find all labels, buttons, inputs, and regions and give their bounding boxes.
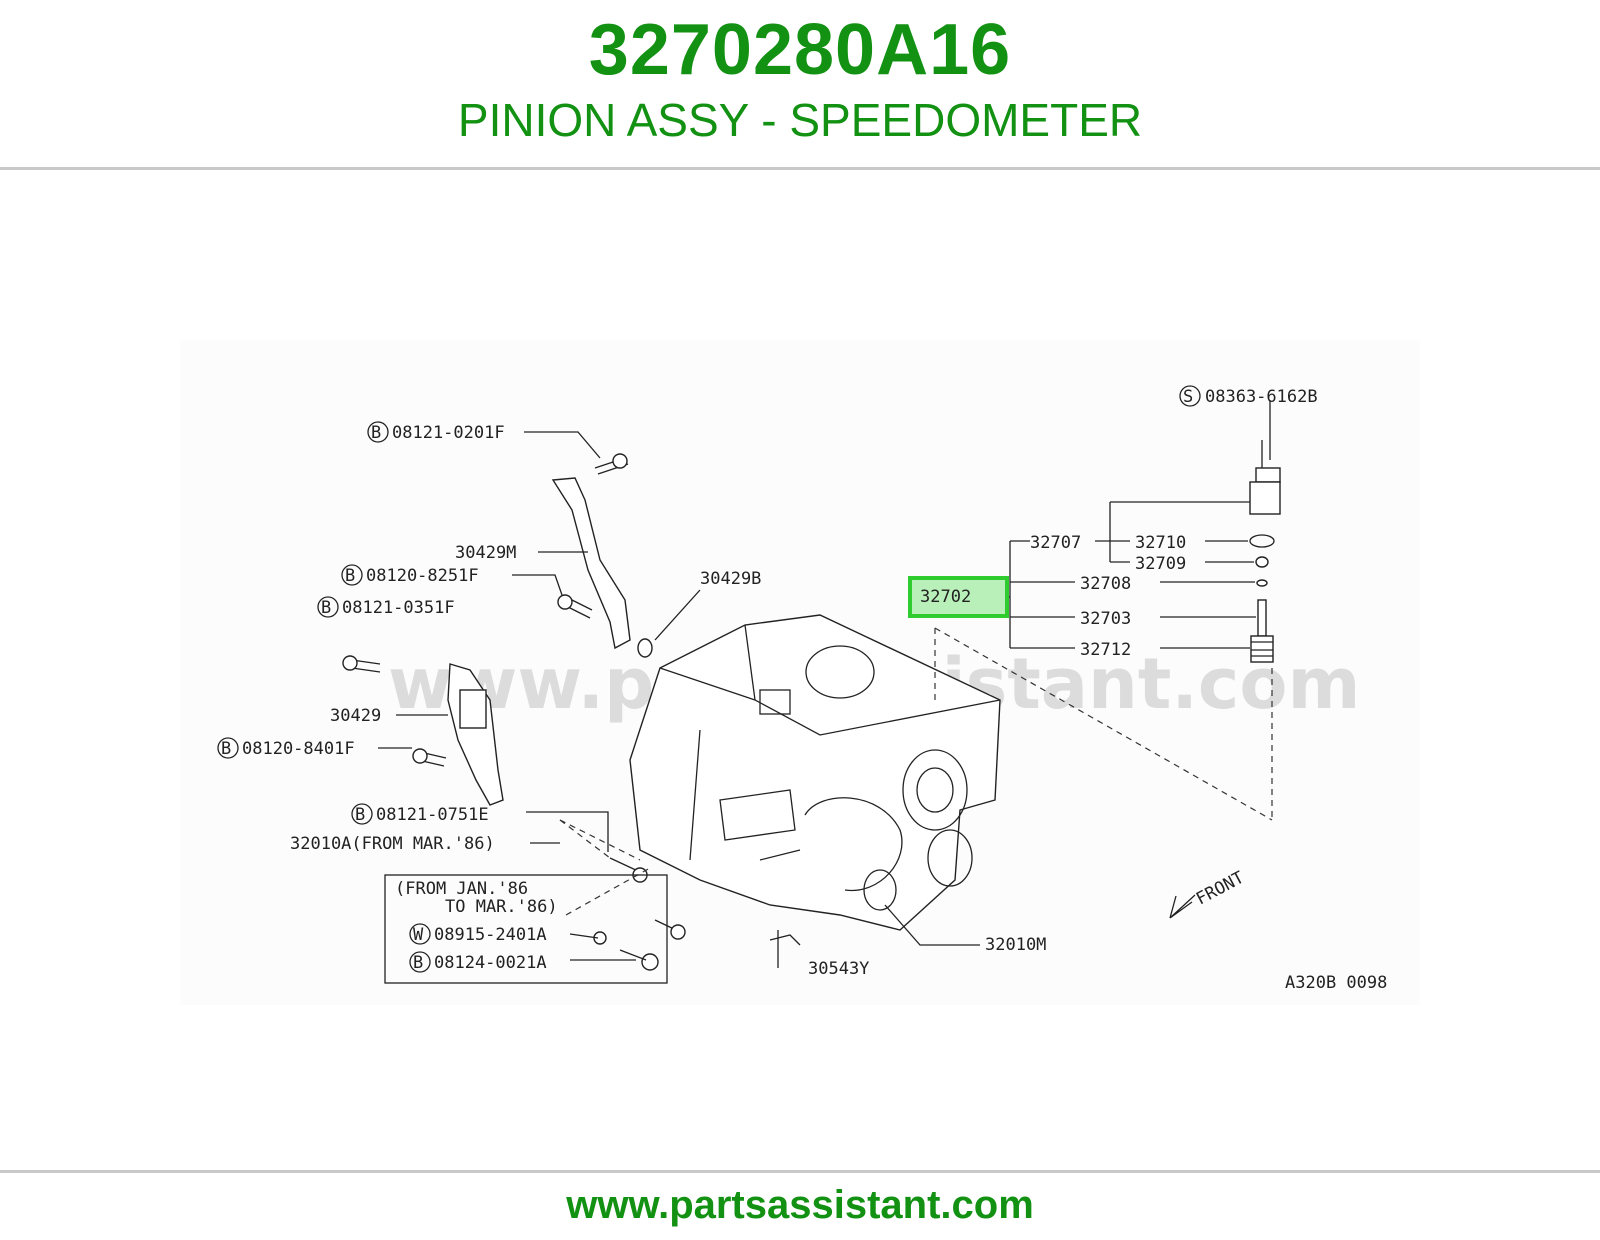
callout-prefix: B bbox=[355, 805, 365, 825]
callout-30429b: 30429B bbox=[700, 569, 761, 589]
footer-divider bbox=[0, 1170, 1600, 1173]
leader-lines bbox=[378, 400, 1271, 984]
highlight-box-32702 bbox=[908, 576, 1009, 618]
parts-diagram-svg: www.partsassistant.com bbox=[180, 340, 1420, 1005]
callout-08124-0021a: 08124-0021A bbox=[434, 953, 547, 973]
parts-diagram: www.partsassistant.com bbox=[0, 170, 1600, 1170]
note-line-1: (FROM JAN.'86 bbox=[395, 879, 528, 899]
callout-prefix: B bbox=[371, 423, 381, 443]
callout-32709: 32709 bbox=[1135, 554, 1186, 574]
callout-prefix: S bbox=[1183, 387, 1193, 407]
callout-08120-8401f: 08120-8401F bbox=[242, 739, 355, 759]
callout-32712: 32712 bbox=[1080, 640, 1131, 660]
bolts-drawing bbox=[342, 453, 801, 971]
callout-32010a: 32010A(FROM MAR.'86) bbox=[290, 834, 495, 854]
callout-prefix: B bbox=[221, 739, 231, 759]
transmission-case-drawing bbox=[629, 614, 1001, 931]
callout-prefix: B bbox=[345, 566, 355, 586]
diagram-code: A320B 0098 bbox=[1285, 973, 1387, 993]
callout-08120-8251f: 08120-8251F bbox=[366, 566, 479, 586]
callout-prefix: B bbox=[413, 953, 423, 973]
callout-prefix: B bbox=[321, 598, 331, 618]
note-line-2: TO MAR.'86) bbox=[445, 897, 558, 917]
callout-08363-6162b: 08363-6162B bbox=[1205, 387, 1318, 407]
part-name: PINION ASSY - SPEEDOMETER bbox=[457, 94, 1143, 146]
speedometer-pinion-drawing bbox=[1249, 440, 1281, 820]
guide-lines bbox=[559, 627, 1273, 916]
callout-08915-2401a: 08915-2401A bbox=[434, 925, 547, 945]
header-divider bbox=[0, 167, 1600, 170]
bracket-drawing bbox=[447, 477, 653, 806]
callout-08121-0751e: 08121-0751E bbox=[376, 805, 489, 825]
callout-30429: 30429 bbox=[330, 706, 381, 726]
callout-30429m: 30429M bbox=[455, 543, 516, 563]
callout-32707: 32707 bbox=[1030, 533, 1081, 553]
callout-32703: 32703 bbox=[1080, 609, 1131, 629]
front-arrow-icon bbox=[1169, 894, 1196, 919]
callout-prefix: W bbox=[413, 925, 424, 945]
callout-32010m: 32010M bbox=[985, 935, 1046, 955]
callout-32708: 32708 bbox=[1080, 574, 1131, 594]
callout-08121-0351f: 08121-0351F bbox=[342, 598, 455, 618]
callout-08121-0201f: 08121-0201F bbox=[392, 423, 505, 443]
callout-30543y: 30543Y bbox=[808, 959, 869, 979]
part-number: 3270280A16 bbox=[588, 10, 1012, 90]
callout-32702: 32702 bbox=[920, 587, 971, 607]
footer-url: www.partsassistant.com bbox=[566, 1183, 1034, 1227]
callout-labels: S 08363-6162B B 08121-0201F 30429M B 081… bbox=[217, 385, 1387, 993]
callout-32710: 32710 bbox=[1135, 533, 1186, 553]
page-header: 3270280A16 PINION ASSY - SPEEDOMETER bbox=[0, 0, 1600, 170]
